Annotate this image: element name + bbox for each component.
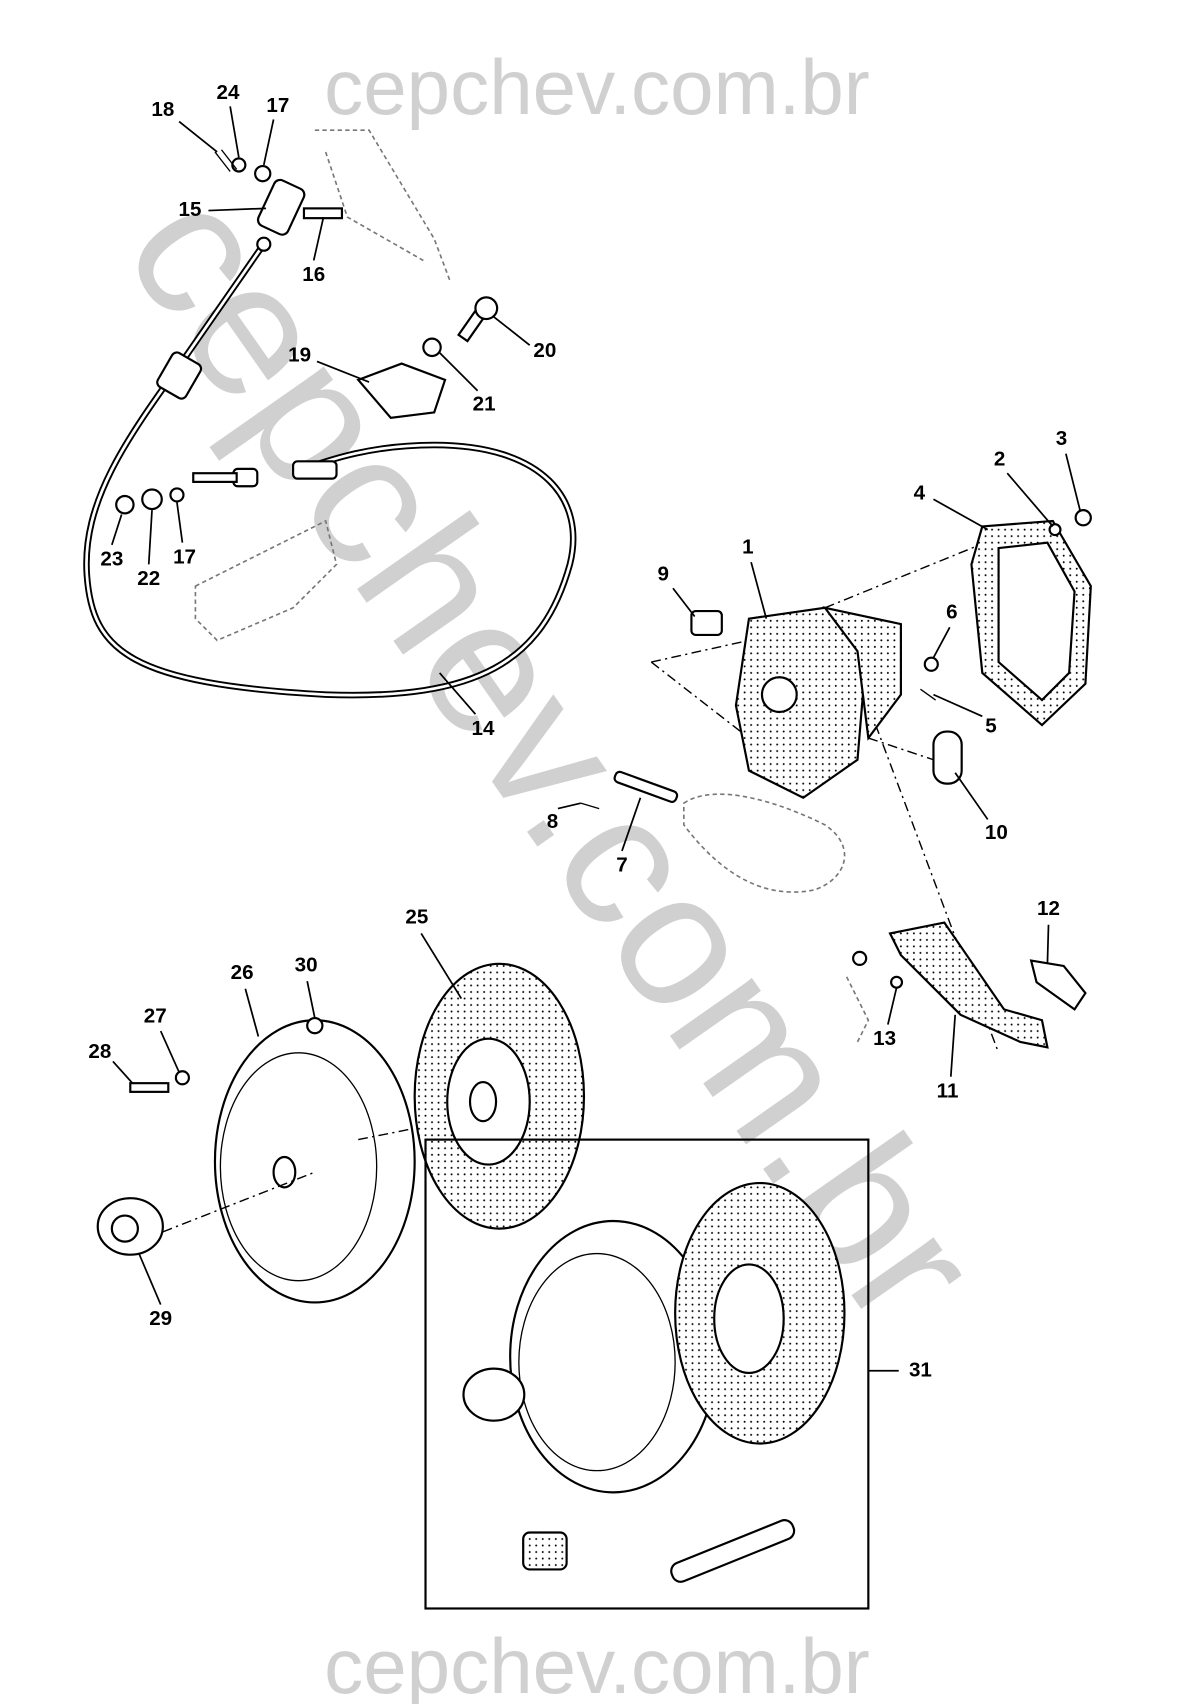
clutch-cable <box>83 236 577 699</box>
watermark-top: cepchev.com.br <box>324 43 870 131</box>
callout-3: 3 <box>1056 427 1067 450</box>
callout-7: 7 <box>616 854 627 877</box>
callout-17: 17 <box>266 94 289 117</box>
ghost-body-bracket <box>194 129 870 1043</box>
callout-14: 14 <box>472 717 495 740</box>
callout-28: 28 <box>88 1040 111 1063</box>
leader-lines <box>111 106 1081 1305</box>
callout-21: 21 <box>473 392 496 415</box>
callout-18: 18 <box>151 98 174 121</box>
callout-2: 2 <box>994 448 1005 471</box>
callout-16: 16 <box>302 263 325 286</box>
callout-27: 27 <box>144 1004 167 1027</box>
callout-23: 23 <box>100 547 123 570</box>
callout-25: 25 <box>405 906 428 929</box>
clutch-main-parts <box>96 962 586 1304</box>
callout-24: 24 <box>217 81 240 104</box>
callout-8: 8 <box>547 810 558 833</box>
callout-5: 5 <box>985 715 996 738</box>
callout-17-lower: 17 <box>173 545 196 568</box>
callout-15: 15 <box>179 198 202 221</box>
watermark-bottom: cepchev.com.br <box>324 1622 870 1704</box>
callout-30: 30 <box>295 953 318 976</box>
callout-26: 26 <box>231 961 254 984</box>
pedal-box-assembly <box>580 509 1092 1054</box>
clutch-kit-box <box>424 1138 899 1610</box>
callout-19: 19 <box>288 343 311 366</box>
callout-4: 4 <box>914 481 926 504</box>
callout-22: 22 <box>137 567 160 590</box>
upper-fasteners <box>115 149 499 515</box>
callout-9: 9 <box>657 563 668 586</box>
callout-13: 13 <box>873 1027 896 1050</box>
callout-31: 31 <box>909 1358 932 1381</box>
callout-11: 11 <box>937 1079 959 1102</box>
callout-20: 20 <box>533 339 556 362</box>
callout-29: 29 <box>149 1307 172 1330</box>
callout-12: 12 <box>1037 897 1060 920</box>
callout-1: 1 <box>742 536 753 559</box>
callout-10: 10 <box>985 821 1008 844</box>
callout-6: 6 <box>946 601 957 624</box>
callout-labels: 18 24 17 15 16 19 20 21 23 22 17 14 1 2 … <box>88 81 1067 1381</box>
